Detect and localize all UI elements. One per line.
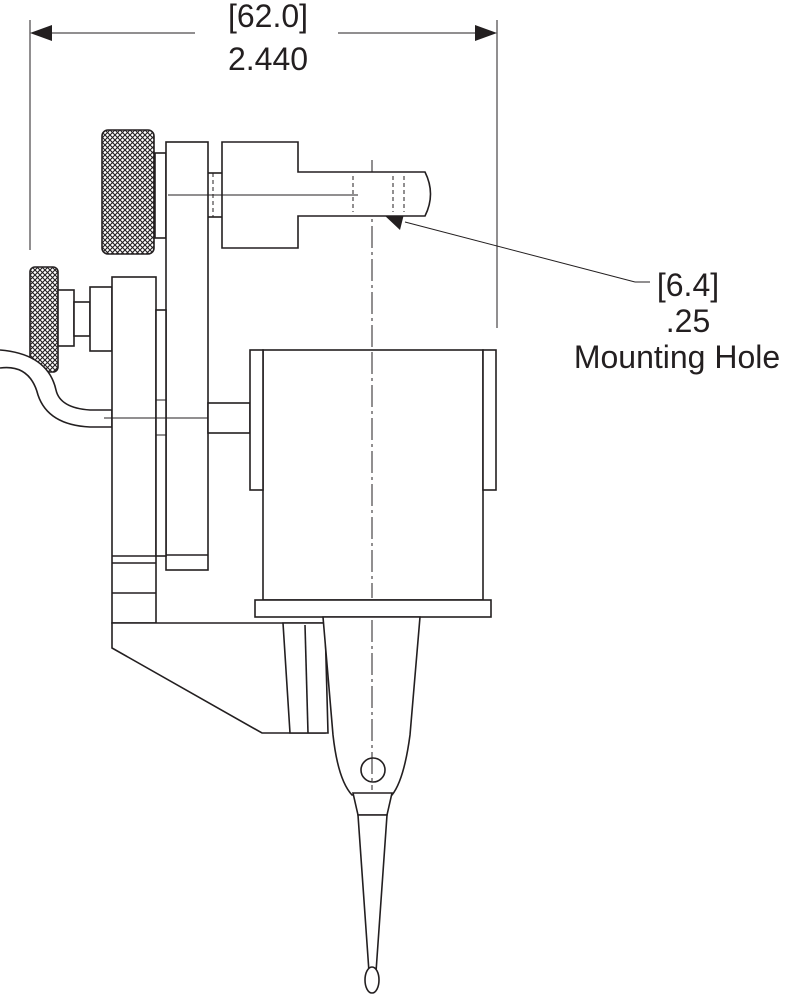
mounting-stem (154, 141, 432, 571)
stylus-tip (357, 814, 388, 973)
housing-side-right (482, 349, 497, 491)
stylus (351, 792, 394, 994)
column-slot-inner (155, 309, 167, 557)
mounting-hole-metric: [6.4] (657, 267, 719, 303)
lower-knob-collar (89, 286, 113, 352)
overall-width-dimension: [62.0] 2.440 (29, 0, 498, 328)
indicator-housing (249, 349, 497, 618)
upper-knob-head (101, 129, 155, 255)
mounting-hole-callout: [6.4] .25 Mounting Hole (383, 210, 780, 375)
upper-knurled-knob (101, 129, 155, 255)
overall-width-imperial: 2.440 (228, 41, 308, 77)
lower-knob-shaft (73, 301, 91, 337)
bracket-web (282, 622, 329, 734)
overall-width-metric: [62.0] (228, 0, 308, 34)
left-column (111, 276, 157, 624)
lower-knurled-knob (29, 266, 113, 373)
bracket-web-inner (304, 624, 309, 734)
upper-knob-collar (154, 152, 167, 239)
contact-ball (364, 966, 380, 994)
pivot-pin (207, 402, 251, 434)
leader-line (404, 221, 636, 283)
arrowhead-left (30, 25, 52, 41)
housing-base-flange (254, 599, 492, 618)
pivot-hole (360, 757, 386, 783)
stylus-shank (351, 792, 394, 816)
lower-knob-neck (57, 289, 75, 347)
mounting-hole-imperial: .25 (666, 303, 710, 339)
mounting-hole-label: Mounting Hole (574, 339, 780, 375)
lower-knob-head (29, 266, 59, 373)
lower-bracket (104, 276, 329, 734)
arrowhead-right (475, 25, 497, 41)
housing-side-left (249, 349, 264, 491)
upper-vertical-bar (165, 141, 209, 571)
stylus-holder (322, 616, 421, 796)
housing-body (262, 349, 484, 601)
